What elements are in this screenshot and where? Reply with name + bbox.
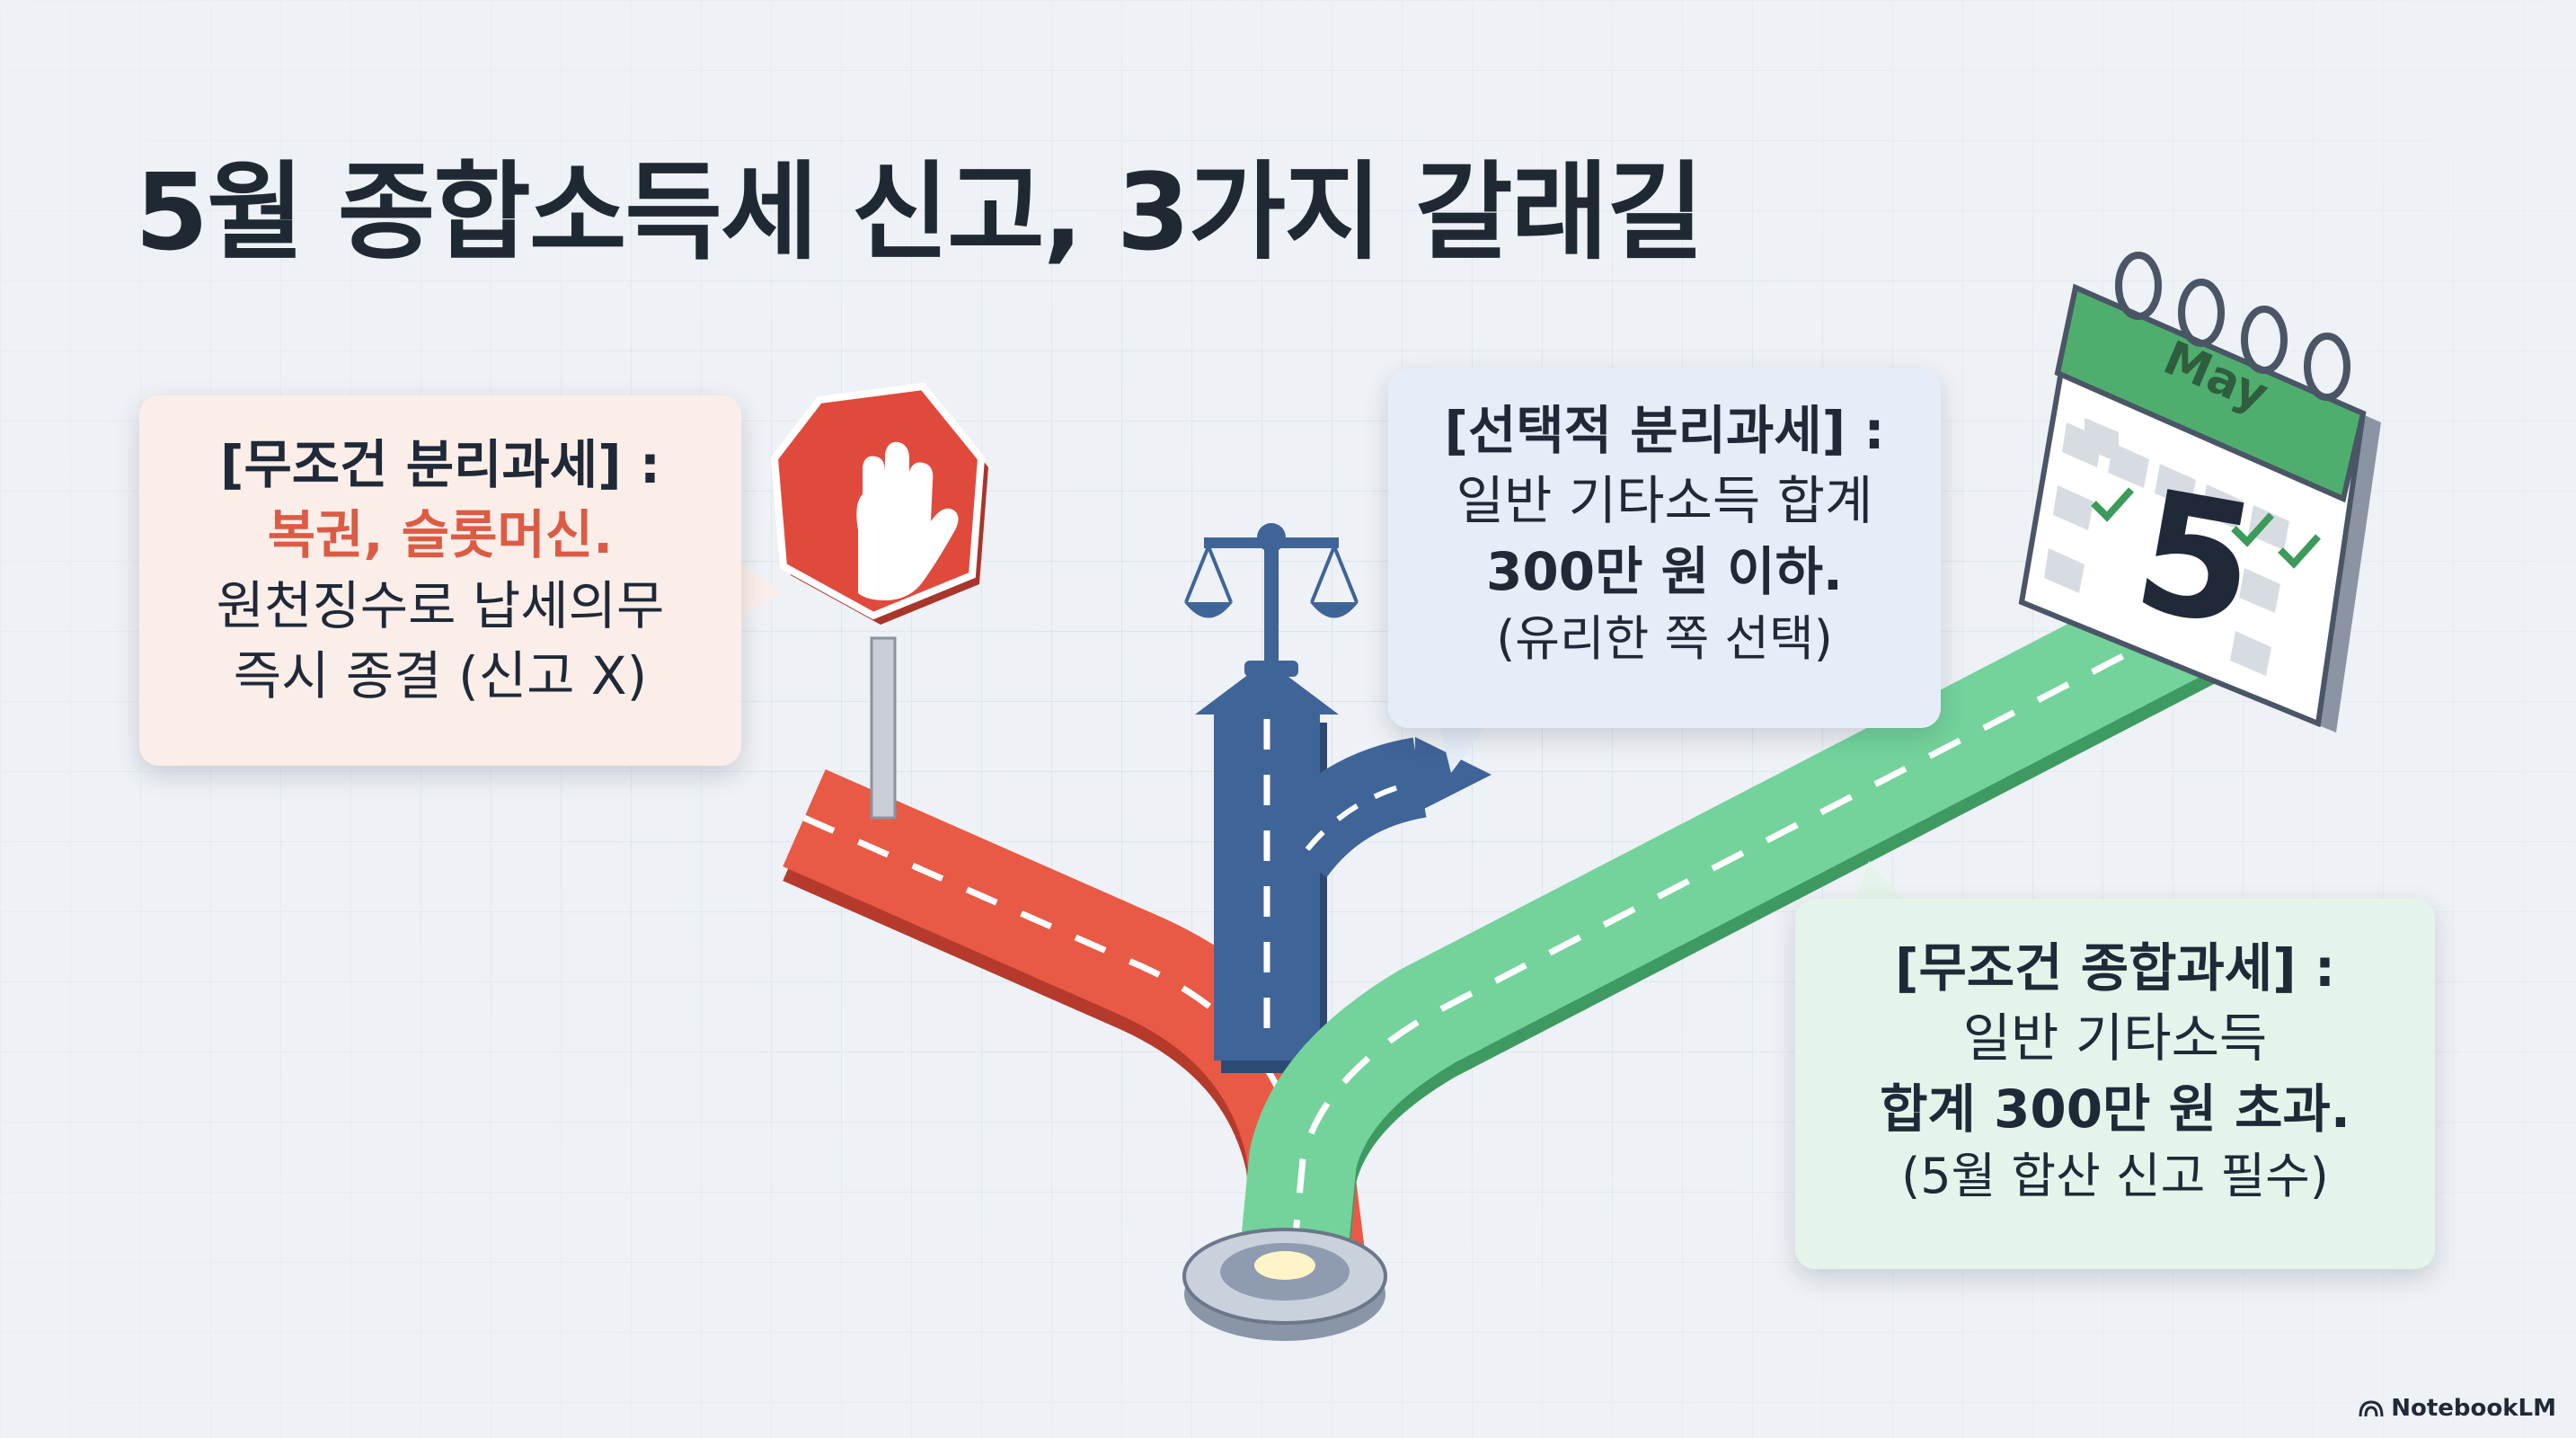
notebooklm-logo-icon <box>2359 1400 2384 1417</box>
start-point <box>1182 1228 1387 1341</box>
stop-hand-icon <box>770 382 988 820</box>
scales-icon <box>1184 523 1359 677</box>
brand-name: NotebookLM <box>2391 1395 2556 1422</box>
bubble-tail-red <box>732 557 782 620</box>
bubble-tail-green <box>1855 861 1905 901</box>
optional-line1: 일반 기타소득 합계 <box>1456 470 1873 532</box>
separate-highlight: 복권, 슬롯머신. <box>267 504 614 566</box>
callout-combined-taxation: [무조건 종합과세] : 일반 기타소득 합계 300만 원 초과. (5월 합… <box>1795 899 2435 1269</box>
separate-heading: [무조건 분리과세] : <box>219 434 661 495</box>
calendar-icon: May 5 <box>2018 252 2381 732</box>
blue-road <box>1195 661 1492 1073</box>
brand-watermark: NotebookLM <box>2359 1395 2556 1422</box>
combined-line2: 합계 300만 원 초과. <box>1880 1078 2350 1140</box>
optional-line2: 300만 원 이하. <box>1486 540 1843 602</box>
page-title: 5월 종합소득세 신고, 3가지 갈래길 <box>135 150 1704 274</box>
bubble-tail-blue <box>1438 719 1492 773</box>
callout-optional-taxation: [선택적 분리과세] : 일반 기타소득 합계 300만 원 이하. (유리한 … <box>1388 368 1941 728</box>
optional-line3: (유리한 쪽 선택) <box>1496 609 1833 667</box>
separate-line2: 즉시 종결 (신고 X) <box>233 644 648 706</box>
combined-line1: 일반 기타소득 <box>1962 1007 2268 1070</box>
separate-line1: 원천징수로 납세의무 <box>216 574 665 636</box>
combined-line3: (5월 합산 신고 필수) <box>1901 1147 2329 1204</box>
optional-heading: [선택적 분리과세] : <box>1444 400 1885 461</box>
green-road <box>1240 572 2217 1274</box>
combined-heading: [무조건 종합과세] : <box>1894 937 2336 999</box>
callout-separate-taxation: [무조건 분리과세] : 복권, 슬롯머신. 원천징수로 납세의무 즉시 종결 … <box>139 395 741 766</box>
